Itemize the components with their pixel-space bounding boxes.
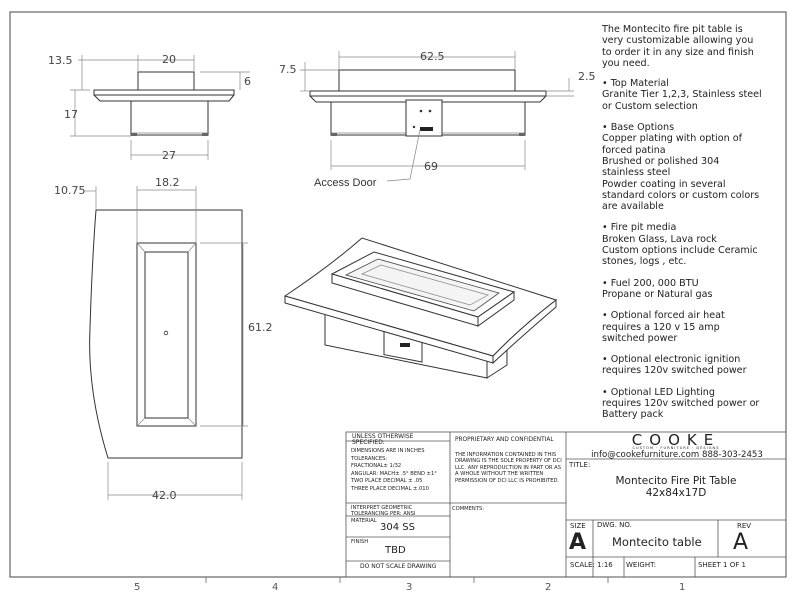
size-value: A bbox=[569, 530, 587, 555]
dim-side-depth: 13.5 bbox=[48, 54, 73, 67]
note-body: Broken Glass, Lava rock Custom options i… bbox=[602, 233, 758, 268]
notes-intro: The Montecito fire pit table is very cus… bbox=[602, 24, 754, 69]
proprietary-title: PROPRIETARY AND CONFIDENTIAL bbox=[455, 437, 554, 443]
material-label: MATERIAL bbox=[351, 518, 377, 524]
interpret-tolerancing: INTERPRET GEOMETRIC TOLERANCING PER: ANS… bbox=[351, 505, 416, 518]
note-title: • Fire pit media bbox=[602, 222, 677, 234]
contact-info: info@cookefurniture.com 888-303-2453 bbox=[591, 450, 763, 460]
note-body: requires a 120 v 15 amp switched power bbox=[602, 321, 720, 344]
isometric-view bbox=[283, 237, 558, 379]
note-title: • Optional forced air heat bbox=[602, 310, 725, 322]
comments-label: COMMENTS: bbox=[452, 506, 485, 512]
side-view: 20 13.5 6 17 27 bbox=[48, 53, 251, 162]
finish-label: FINISH bbox=[351, 539, 369, 545]
note-title: • Optional LED Lighting bbox=[602, 386, 715, 398]
dim-side-insert-height: 6 bbox=[244, 75, 251, 88]
note-title: • Top Material bbox=[602, 78, 669, 90]
size-label: SIZE bbox=[570, 522, 586, 530]
title-line-2: 42x84x17D bbox=[645, 487, 707, 499]
dwg-no-label: DWG. NO. bbox=[597, 521, 632, 529]
dim-front-base-length: 69 bbox=[424, 160, 438, 173]
zone-1: 1 bbox=[679, 582, 685, 593]
do-not-scale: DO NOT SCALE DRAWING bbox=[360, 563, 437, 570]
proprietary-text: THE INFORMATION CONTAINED IN THIS DRAWIN… bbox=[455, 452, 562, 484]
front-view: 62.5 7.5 2.5 69 Access Door bbox=[279, 50, 596, 189]
note-body: Granite Tier 1,2,3, Stainless steel or C… bbox=[602, 89, 762, 112]
dim-front-length: 62.5 bbox=[420, 50, 445, 63]
note-body: Copper plating with option of forced pat… bbox=[602, 133, 760, 213]
dim-top-insert-width: 18.2 bbox=[155, 176, 180, 189]
brand-subtitle: CUSTOM · FURNITURE · DESIGNS bbox=[632, 446, 720, 450]
dim-front-insert-height: 7.5 bbox=[279, 63, 297, 76]
title-line-1: Montecito Fire Pit Table bbox=[615, 475, 737, 487]
dim-top-insert-length: 61.2 bbox=[248, 321, 273, 334]
rev-label: REV bbox=[737, 522, 752, 530]
note-body: requires 120v switched power bbox=[602, 365, 747, 377]
access-door-label: Access Door bbox=[314, 177, 377, 189]
zone-5: 5 bbox=[134, 582, 140, 593]
top-view: 18.2 10.75 61.2 42.0 bbox=[54, 176, 273, 502]
brand-logo: COOKE bbox=[631, 431, 721, 449]
sheet-number: SHEET 1 OF 1 bbox=[698, 561, 746, 569]
scale: SCALE: 1:16 bbox=[570, 561, 613, 569]
dim-side-insert-width: 20 bbox=[162, 53, 176, 66]
title-block-grid bbox=[345, 431, 787, 578]
material-value: 304 SS bbox=[380, 522, 415, 533]
note-body: Propane or Natural gas bbox=[602, 288, 713, 300]
zone-2: 2 bbox=[545, 582, 551, 593]
tolerances: DIMENSIONS ARE IN INCHES TOLERANCES: FRA… bbox=[351, 448, 437, 492]
zone-4: 4 bbox=[272, 582, 278, 593]
zone-3: 3 bbox=[406, 582, 412, 593]
dim-side-height: 17 bbox=[64, 108, 78, 121]
specification-notes: The Montecito fire pit table is very cus… bbox=[602, 24, 762, 431]
dim-side-base-width: 27 bbox=[162, 149, 176, 162]
dim-top-width: 42.0 bbox=[152, 489, 177, 502]
note-body: requires 120v switched power or Battery … bbox=[602, 398, 760, 421]
rev-value: A bbox=[733, 530, 749, 555]
dim-front-overhang: 2.5 bbox=[578, 70, 596, 83]
unless-specified: UNLESS OTHERWISE SPECIFIED: bbox=[352, 433, 414, 447]
dwg-no-value: Montecito table bbox=[612, 535, 702, 549]
finish-value: TBD bbox=[385, 545, 406, 556]
note-title: • Optional electronic ignition bbox=[602, 354, 741, 366]
weight-label: WEIGHT: bbox=[626, 561, 656, 569]
note-title: • Base Options bbox=[602, 122, 675, 134]
title-label: TITLE: bbox=[569, 461, 591, 469]
dim-top-edge: 10.75 bbox=[54, 184, 86, 197]
note-title: • Fuel 200, 000 BTU bbox=[602, 277, 699, 289]
